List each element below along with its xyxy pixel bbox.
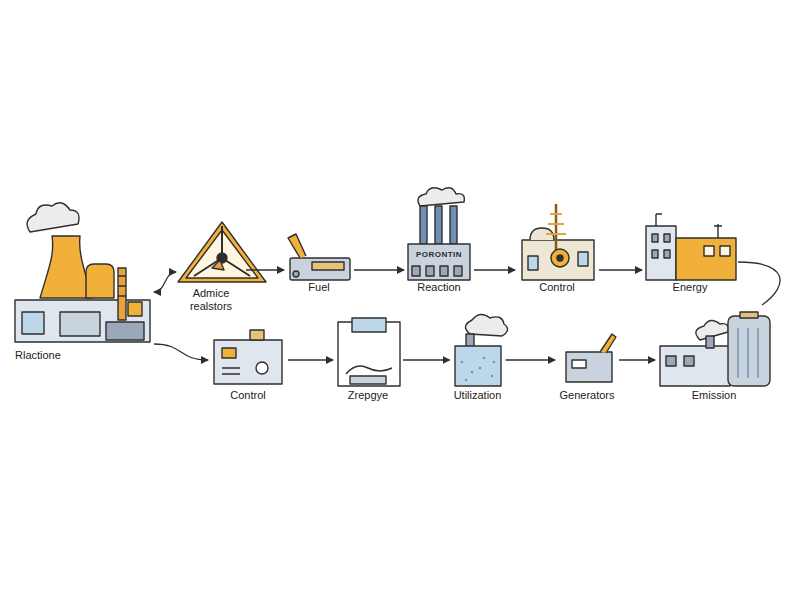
process-node: Emission (655, 305, 773, 402)
flow-arrow (506, 359, 556, 360)
process-node: Admice realstors (176, 215, 246, 313)
process-node: Generators (555, 325, 619, 402)
node-label: Control (229, 389, 266, 402)
node-label: Rlactione (14, 349, 62, 362)
node-label: Utilization (453, 389, 503, 402)
node-label: Control (538, 281, 575, 294)
process-node: Energy (642, 205, 738, 294)
node-label: Energy (672, 281, 709, 294)
process-node: Reaction (404, 190, 474, 294)
node-label: Reaction (416, 281, 461, 294)
flow-arrow (288, 359, 333, 360)
process-node: Zrepgye (333, 315, 403, 402)
process-node: Fuel (284, 230, 354, 294)
flow-arrow (154, 272, 176, 292)
node-label: Emission (691, 389, 738, 402)
flow-arrow (403, 359, 450, 360)
flow-arrow (599, 269, 642, 270)
sign-text: PORONTIN (408, 250, 470, 259)
node-label: Admice realstors (179, 287, 243, 313)
node-label: Generators (558, 389, 615, 402)
node-label: Fuel (307, 281, 330, 294)
flow-arrow (246, 269, 284, 270)
flow-arrow (154, 344, 208, 360)
flow-arrow (738, 262, 780, 305)
flow-arrow (474, 269, 515, 270)
process-node: Control (208, 322, 288, 402)
node-label: Zrepgye (347, 389, 389, 402)
process-node: Control (515, 200, 599, 294)
flow-arrow (619, 359, 655, 360)
flow-arrow (354, 269, 404, 270)
process-node: Rlactione (14, 178, 154, 362)
process-node: Utilization (450, 315, 506, 402)
